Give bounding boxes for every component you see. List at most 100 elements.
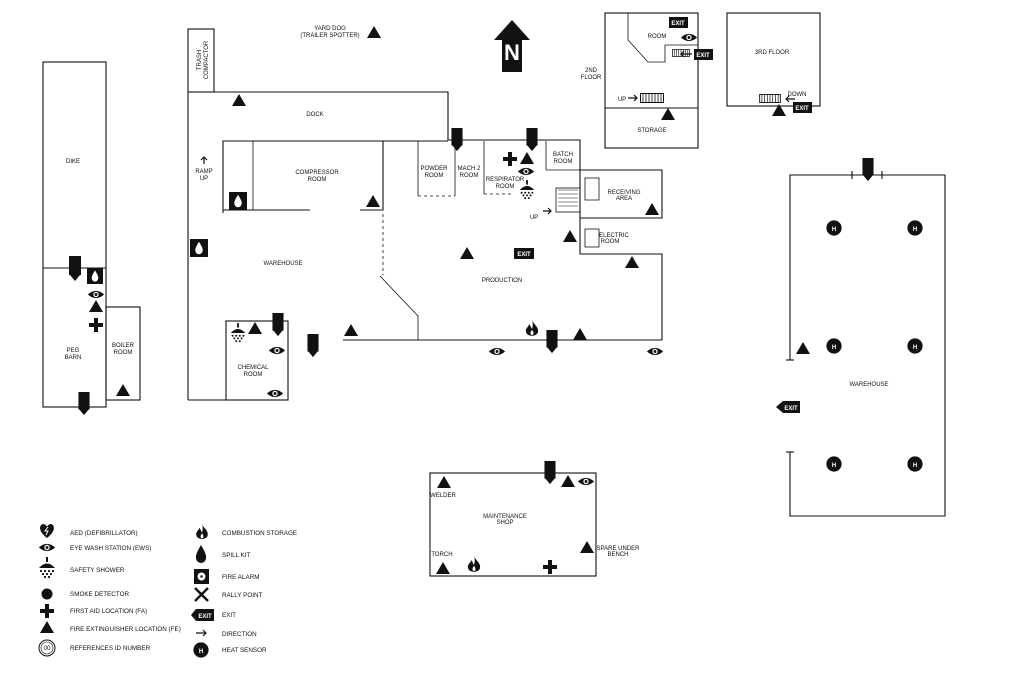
compressor-room-label-2: ROOM (308, 177, 327, 183)
direction-arrow-icon (543, 207, 552, 215)
main-building (187, 28, 663, 401)
spare-label-1: SPARE UNDER (597, 546, 641, 552)
spill-kit-icon (195, 545, 207, 563)
ramp-arrow-icon (200, 156, 208, 164)
combustion-storage-icon (467, 556, 481, 572)
legend-direction-label: DIRECTION (222, 631, 257, 638)
receiving-area-label-1: RECEIVING (607, 190, 640, 196)
third-floor-label: 3RD FLOOR (755, 50, 790, 56)
exit-icon: EXIT (191, 609, 214, 621)
second-floor (604, 12, 699, 149)
exit-icon (546, 330, 558, 354)
fire-extinguisher-icon (344, 324, 358, 336)
legend-safety-shower-label: SAFETY SHOWER (70, 567, 125, 574)
fire-extinguisher-icon (460, 247, 474, 259)
powder-room-label-2: ROOM (425, 173, 444, 179)
powder-room-label-1: POWDER (421, 166, 449, 172)
svg-text:H: H (913, 227, 917, 233)
fire-extinguisher-icon (437, 476, 451, 488)
svg-text:H: H (199, 649, 203, 655)
north-label: N (504, 40, 520, 65)
eye-wash-icon (268, 346, 286, 355)
peg-barn-label-2: BARN (65, 355, 82, 361)
legend-eye-wash-label: EYE WASH STATION (EWS) (70, 545, 151, 552)
warehouse-label: WAREHOUSE (263, 261, 302, 267)
exit-icon (307, 334, 319, 358)
legend-rally-point-label: RALLY POINT (222, 592, 263, 599)
boiler-room-label-1: BOILER (112, 343, 135, 349)
svg-text:EXIT: EXIT (696, 53, 710, 59)
fire-extinguisher-icon (573, 328, 587, 340)
third-floor (726, 12, 821, 107)
safety-shower-icon (230, 323, 246, 343)
heat-sensor-icon: H (826, 456, 842, 472)
fire-extinguisher-icon (116, 384, 130, 396)
legend-smoke-detector-label: SMOKE DETECTOR (70, 591, 129, 598)
second-floor-label-1: 2ND (585, 68, 598, 74)
direction-arrow-icon (196, 629, 207, 637)
exit-icon (862, 158, 874, 182)
first-aid-icon (40, 604, 54, 618)
respirator-room-label-1: RESPIRATOR (486, 177, 525, 183)
spill-kit-icon (87, 268, 103, 284)
direction-arrow-icon (785, 95, 795, 103)
fire-extinguisher-icon (248, 322, 262, 334)
maintenance-label-1: MAINTENANCE (483, 514, 527, 520)
legend-heat-sensor-label: HEAT SENSOR (222, 647, 267, 654)
svg-text:EXIT: EXIT (784, 406, 798, 412)
legend-combustion-label: COMBUSTION STORAGE (222, 530, 297, 537)
respirator-room-label-2: ROOM (496, 184, 515, 190)
up-2nd-label: UP (618, 97, 626, 103)
spill-kit-icon (190, 239, 208, 257)
combustion-storage-icon (525, 320, 539, 336)
fire-extinguisher-icon (40, 621, 54, 633)
torch-label: TORCH (431, 552, 452, 558)
legend-first-aid-label: FIRST AID LOCATION (FA) (70, 608, 147, 615)
fire-extinguisher-icon (436, 562, 450, 574)
rally-point-icon (194, 587, 209, 602)
reference-id-icon: 00 (38, 639, 56, 657)
svg-text:00: 00 (43, 645, 51, 652)
heat-sensor-icon: H (907, 456, 923, 472)
fire-alarm-icon (194, 569, 209, 584)
eye-wash-icon (38, 543, 56, 552)
fire-extinguisher-icon (89, 300, 103, 312)
aed-icon (40, 524, 54, 538)
exit-icon: EXIT (669, 17, 688, 28)
production-label: PRODUCTION (482, 278, 522, 284)
heat-sensors: H H H H H H (826, 220, 923, 472)
svg-text:H: H (832, 463, 836, 469)
trash-compactor-label-1: TRASH (197, 50, 203, 70)
legend-exit-label: EXIT (222, 612, 236, 619)
eye-wash-icon (488, 347, 506, 356)
svg-text:EXIT: EXIT (198, 614, 212, 620)
fire-extinguisher-icon (580, 541, 594, 553)
eye-wash-icon (680, 33, 698, 42)
heat-sensor-icon: H (826, 338, 842, 354)
north-arrow: N (494, 20, 530, 72)
direction-arrow-icon (680, 50, 692, 58)
heat-sensor-icon: H (193, 642, 209, 658)
legend: AED (DEFIBRILLATOR) EYE WASH STATION (EW… (38, 524, 297, 658)
spare-label-2: BENCH (607, 552, 628, 558)
svg-text:H: H (913, 463, 917, 469)
up-label: UP (530, 215, 538, 221)
trash-compactor-label-2: COMPACTOR (204, 40, 210, 79)
fire-extinguisher-icon (796, 342, 810, 354)
fire-extinguisher-icon (561, 475, 575, 487)
heat-sensor-icon: H (907, 220, 923, 236)
exit-icon: EXIT (694, 49, 713, 60)
legend-references-label: REFERENCES ID NUMBER (70, 645, 151, 652)
exit-icon (451, 128, 463, 152)
batch-room-label-2: ROOM (554, 159, 573, 165)
boiler-room-label-2: ROOM (114, 350, 133, 356)
storage-label: STORAGE (637, 128, 666, 134)
chemical-room-label-1: CHEMICAL (237, 365, 269, 371)
down-label: DOWN (788, 92, 807, 98)
svg-text:EXIT: EXIT (671, 21, 685, 27)
fire-extinguisher-icon (520, 152, 534, 164)
fire-extinguisher-icon (563, 230, 577, 242)
ramp-up-label-2: UP (200, 176, 208, 182)
compressor-room-label-1: COMPRESSOR (295, 170, 339, 176)
